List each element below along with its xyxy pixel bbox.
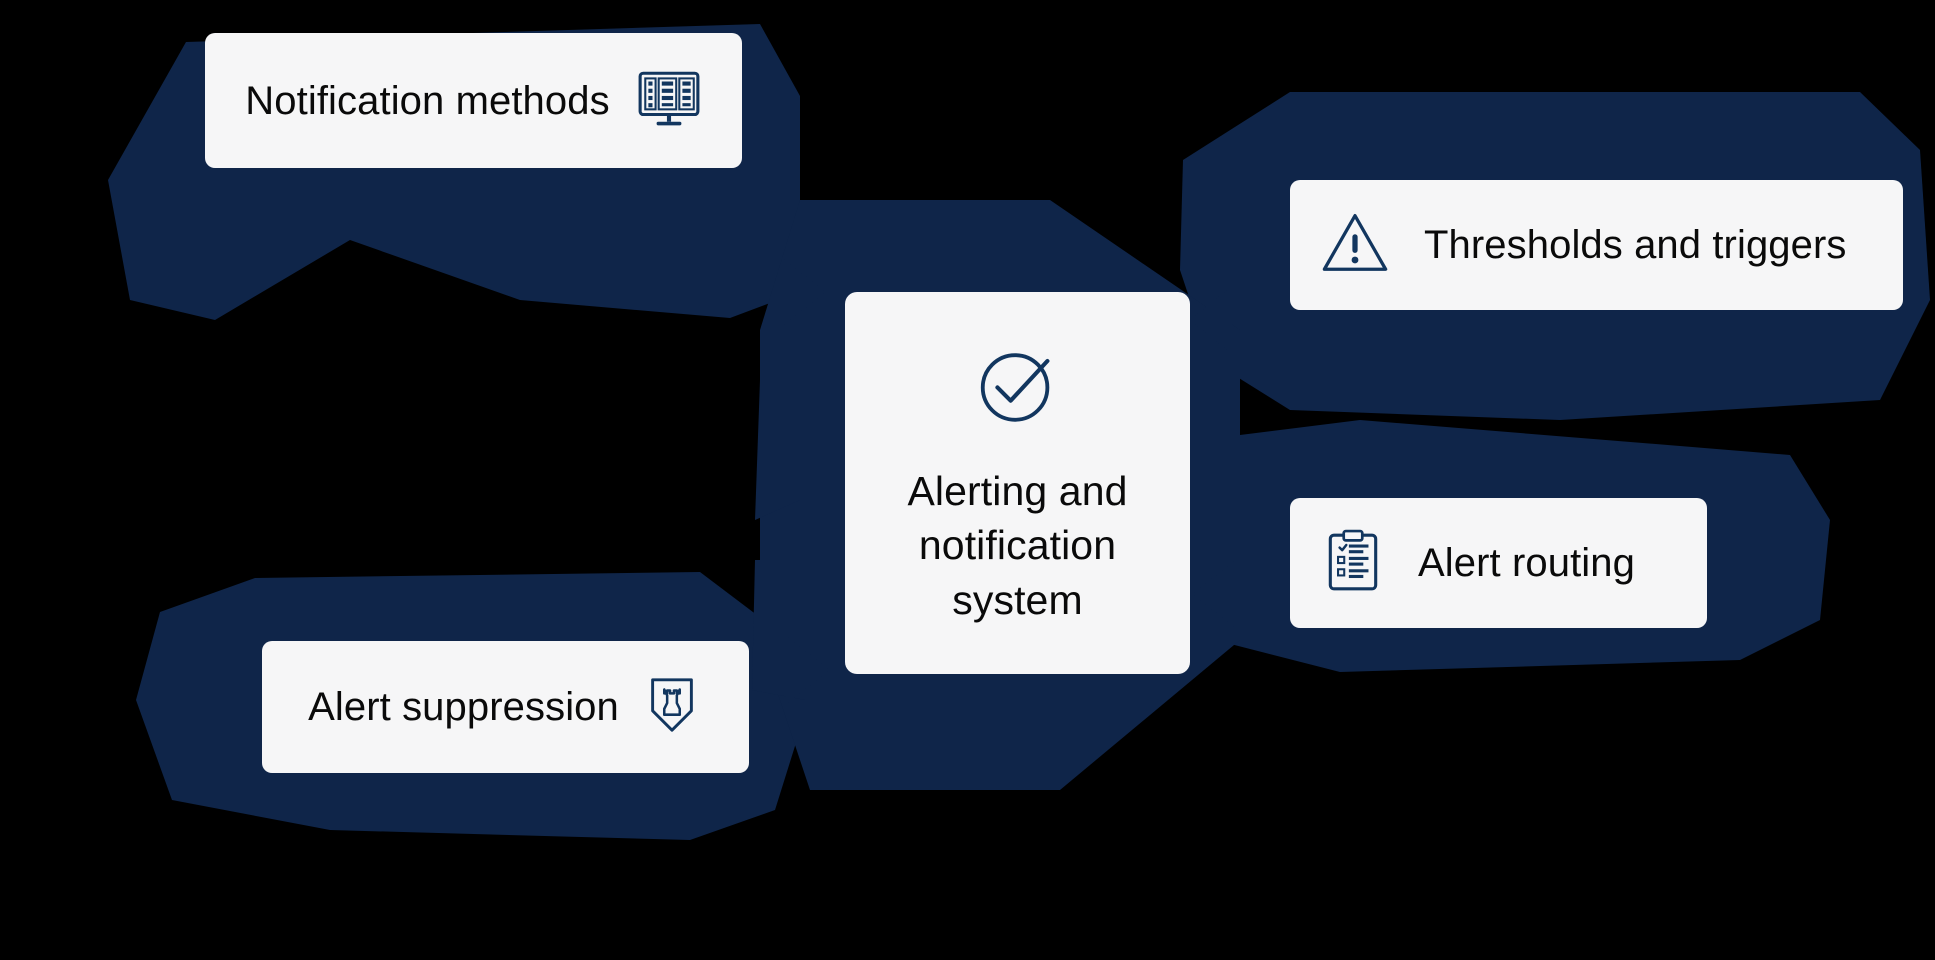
- connector-hub-left-notch: [755, 380, 800, 520]
- node-alert-suppression[interactable]: Alert suppression: [262, 641, 749, 773]
- node-thresholds-triggers[interactable]: Thresholds and triggers: [1290, 180, 1903, 310]
- node-notification-methods[interactable]: Notification methods: [205, 33, 742, 168]
- node-alert-routing[interactable]: Alert routing: [1290, 498, 1707, 628]
- arrow-head-bottom-right: [1192, 560, 1236, 628]
- node-label-alert-routing: Alert routing: [1418, 541, 1635, 585]
- node-label-notification-methods: Notification methods: [245, 78, 610, 123]
- circle-check-icon: [971, 339, 1065, 438]
- warning-triangle-icon: [1320, 208, 1390, 283]
- arrow-head-top-left: [782, 258, 826, 326]
- node-label-thresholds-triggers: Thresholds and triggers: [1424, 223, 1847, 267]
- hub-node-alerting-notification-system[interactable]: Alerting and notification system: [845, 292, 1190, 674]
- shield-tower-icon: [641, 674, 703, 741]
- clipboard-checklist-icon: [1320, 528, 1386, 599]
- monitor-list-icon: [636, 65, 702, 136]
- arrow-head-top-right: [1190, 286, 1232, 354]
- node-label-alert-suppression: Alert suppression: [308, 685, 619, 729]
- hub-label: Alerting and notification system: [907, 468, 1128, 623]
- arrow-head-bottom-left: [786, 636, 830, 704]
